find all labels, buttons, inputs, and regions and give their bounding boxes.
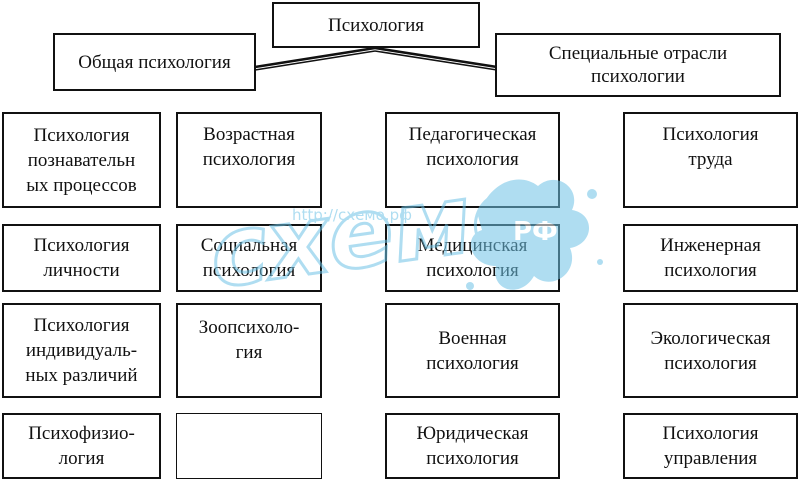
branch-box-c2-r4-empty xyxy=(176,413,322,479)
connector-left-lower xyxy=(254,50,376,71)
branch-box-c3-r3: Военная психология xyxy=(385,303,560,398)
branch-box-c1-r2: Психология личности xyxy=(2,224,161,292)
branch-box-c3-r2: Медицинская психология xyxy=(385,224,560,292)
branch-box-c1-r4: Психофизио- логия xyxy=(2,413,161,479)
connector-left xyxy=(254,46,376,69)
branch-box-c4-r3: Экологическая психология xyxy=(623,303,798,398)
general-psychology-box: Общая психология xyxy=(53,33,256,91)
branch-box-c4-r1: Психология труда xyxy=(623,112,798,208)
branch-box-c3-r1: Педагогическая психология xyxy=(385,112,560,208)
branch-box-c2-r1: Возрастная психология xyxy=(176,112,322,208)
branch-box-c4-r2: Инженерная психология xyxy=(623,224,798,292)
branch-box-c3-r4: Юридическая психология xyxy=(385,413,560,479)
branch-box-c4-r4: Психология управления xyxy=(623,413,798,479)
special-branches-box: Специальные отрасли психологии xyxy=(495,33,781,97)
branch-box-c1-r1: Психология познавательн ых процессов xyxy=(2,112,161,208)
root-box: Психология xyxy=(272,2,480,48)
branch-box-c2-r3: Зоопсихоло- гия xyxy=(176,303,322,398)
connector-right-lower xyxy=(374,50,498,71)
branch-box-c1-r3: Психология индивидуаль- ных различий xyxy=(2,303,161,398)
branch-box-c2-r2: Социальная психология xyxy=(176,224,322,292)
connector-right xyxy=(374,46,498,69)
